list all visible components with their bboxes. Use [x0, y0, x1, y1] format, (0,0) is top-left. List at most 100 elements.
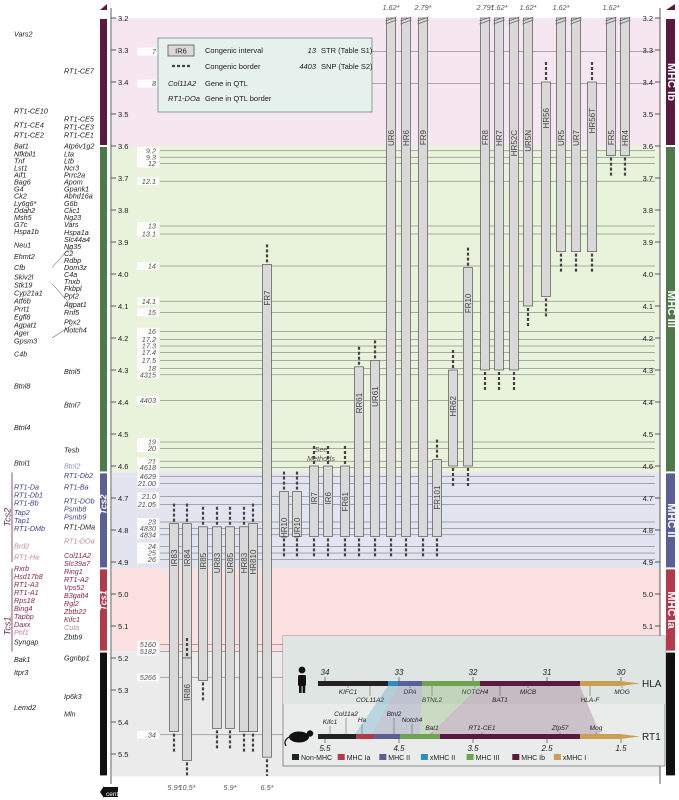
gene-label-right: Tesb: [64, 446, 79, 455]
gene-label-right: B3galt4: [64, 591, 88, 600]
scale-tick-right: 4.6: [643, 462, 653, 471]
break-mark: [417, 16, 429, 22]
gene-label-left: Bat1: [14, 142, 29, 151]
interval-name: HR4: [621, 129, 630, 146]
scale-tick-left: 4.8: [118, 526, 128, 535]
interval-bar: [587, 81, 597, 252]
break-mark: [522, 16, 534, 22]
interval-name: HR10: [280, 517, 289, 538]
centromere-label: cent.: [106, 791, 120, 798]
scale-tick-right: 3.8: [643, 206, 653, 215]
gene-label-right: Atp6v1g2: [63, 142, 94, 151]
congenic-interval-ur7: UR7: [570, 16, 582, 274]
rat-gene-label: Ha: [358, 717, 367, 724]
gene-label-right: Ng35: [64, 242, 82, 251]
scale-tick-right: 4.5: [643, 430, 653, 439]
marker-label: 17.3: [142, 342, 156, 351]
rat-gene-label: Col11a2: [334, 711, 358, 718]
left-region-bar: [100, 473, 107, 568]
interval-name: UR7: [572, 129, 581, 146]
gene-label-right: Rgl2: [64, 599, 79, 608]
gene-label-left: Aif1: [13, 171, 26, 180]
break-mark: [508, 19, 520, 25]
marker-label: 21.05: [137, 500, 157, 509]
interval-bar: [432, 459, 442, 537]
marker-label: 5182: [140, 647, 156, 656]
interval-bar: [620, 17, 630, 156]
legend-str-number: 13: [308, 46, 317, 55]
legend-interval-swatch: [167, 44, 195, 57]
gene-label-left: RT1-CE10: [14, 106, 48, 115]
region-label: MHC Ia: [665, 591, 677, 629]
gene-label-left: RT1-Da: [14, 482, 39, 491]
interval-bar: [418, 17, 428, 537]
gene-label-right: Ring1: [64, 567, 83, 576]
gene-label-right: Ip6k3: [64, 692, 82, 701]
legend-interval-label: IR6: [175, 47, 187, 56]
gene-label-right: Fkbpl: [64, 284, 82, 293]
human-scale-tick: 31: [543, 668, 552, 677]
interval-name: FR101: [433, 485, 442, 510]
rat-scale-tick: 3.5: [467, 744, 479, 753]
break-mark: [605, 19, 617, 25]
gene-label-right: Rdbp: [64, 256, 81, 265]
gene-label-left: Neu1: [14, 241, 31, 250]
gene-label-left: Ck2: [14, 192, 27, 201]
gene-label-left: Phf1: [14, 628, 29, 637]
gene-label-right: Abhd16a: [63, 192, 93, 201]
scale-tick-left: 3.7: [118, 174, 128, 183]
marker-label: 21.00: [137, 479, 156, 488]
gene-label-right: Prrc2a: [64, 171, 85, 180]
gene-label-left: Atf6b: [13, 297, 31, 306]
marker-labels: 789.29.31212.11313.11414.1151617.217.317…: [137, 47, 159, 739]
gene-label-left: Cfb: [14, 263, 25, 272]
see-methods-line1: See: [315, 445, 328, 454]
interval-bar: [480, 17, 490, 371]
centromere-arrow-icon: [100, 786, 104, 798]
scale-tick-right: 3.6: [643, 142, 653, 151]
interval-name: FR9: [419, 129, 428, 145]
gene-label-right: Dom3z: [64, 263, 87, 272]
region-band: [112, 146, 660, 473]
scale-tick-right: 3.3: [643, 46, 653, 55]
marker-label: 26: [147, 555, 157, 564]
legend-gene-qtl-desc: Gene in QTL: [205, 79, 248, 88]
gene-label-left: Nfkbil1: [14, 150, 36, 159]
gene-label-right: Cuta: [64, 623, 79, 632]
interval-bottom-note: 6.5*: [261, 783, 275, 792]
human-gene-label: NOTCH4: [462, 689, 489, 696]
scale-tick-right: 5.1: [643, 622, 653, 631]
region-band: [112, 472, 660, 569]
region-label: MHC II: [665, 503, 677, 537]
human-gene-label: DPA: [404, 689, 417, 696]
interval-name: UR85: [226, 552, 235, 573]
marker-label: 4618: [140, 463, 157, 472]
gene-label-right: Col11A2: [64, 551, 91, 560]
break-mark: [570, 19, 582, 25]
left-region-bar: [100, 652, 107, 776]
congenic-interval-hr83: HR83: [239, 506, 249, 754]
gene-label-right: RT1-CE1: [64, 130, 94, 139]
congenic-interval-hr52c: HR52C: [508, 16, 520, 392]
interval-name: IR6: [324, 491, 333, 504]
key-swatch: [292, 754, 299, 760]
see-methods-line2: Methods: [307, 454, 335, 463]
gene-label-left: RT1-Ha: [14, 553, 39, 562]
gene-label-right: Hspa1a: [64, 228, 89, 237]
interval-bar: [370, 360, 380, 537]
break-mark: [605, 16, 617, 22]
congenic-interval-ir7: IR7: [309, 446, 319, 559]
gene-label-right: Slc39a7: [64, 559, 91, 568]
gene-label-left: RT1-A1: [14, 588, 39, 597]
human-gene-label: MOG: [614, 689, 630, 696]
gene-label-left: Cyp21a1: [14, 289, 43, 298]
interval-bottom-note: 5.9*: [168, 783, 182, 792]
gene-label-right: Btnl5: [64, 367, 81, 376]
region-label: MHC Ib: [665, 63, 677, 101]
interval-bar: [279, 491, 289, 537]
rat-gene-label: RT1-CE1: [469, 725, 496, 732]
human-gene-label: KIFC1: [339, 689, 358, 696]
interval-name: UR83: [213, 552, 222, 573]
